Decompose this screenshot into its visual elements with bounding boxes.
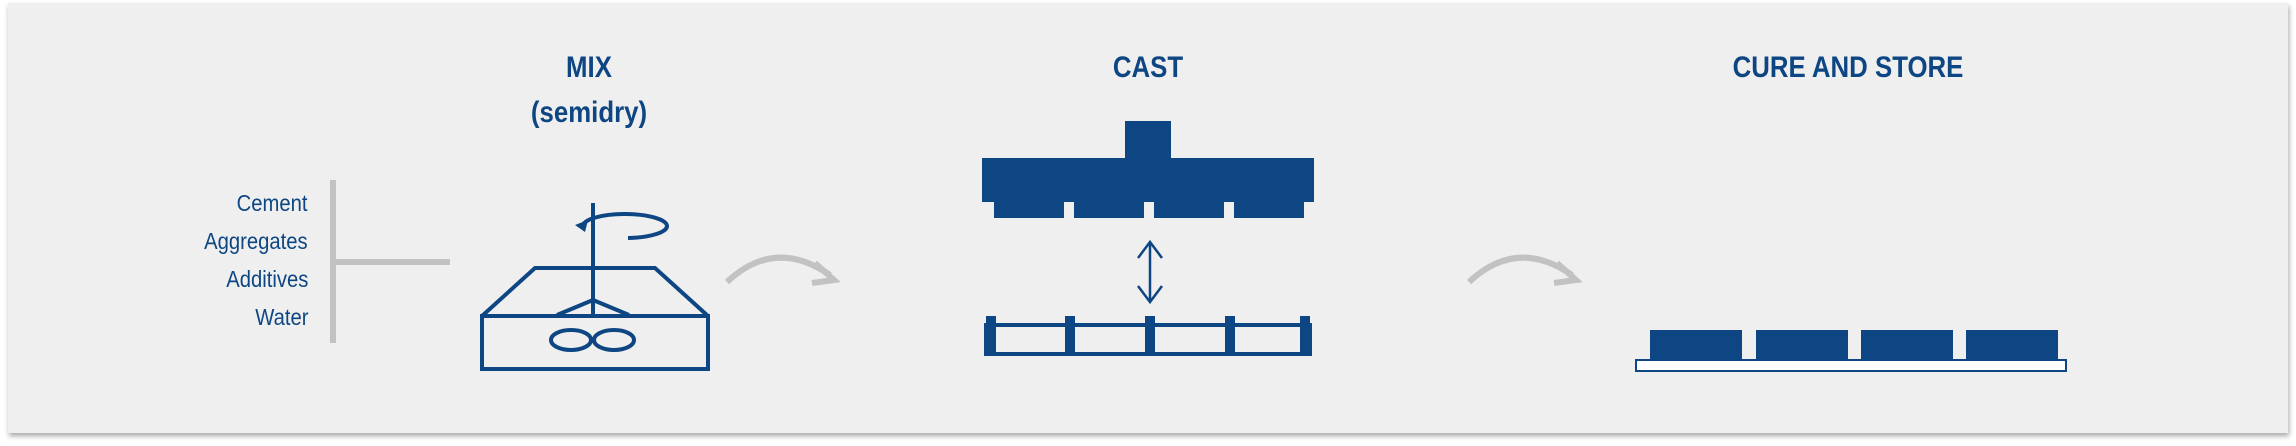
mix-stage-title: MIX (semidry): [531, 45, 647, 135]
mixer-icon: [480, 203, 710, 371]
ingredient-bracket: [330, 180, 450, 343]
ingredient-aggregates: Aggregates: [204, 228, 308, 254]
cast-title: CAST: [1112, 51, 1184, 84]
cure-stage-title: CURE AND STORE: [1733, 45, 1964, 90]
ingredient-cement: Cement: [237, 190, 308, 216]
curved-arrow-icon: [1466, 254, 1583, 286]
cure-title: CURE AND STORE: [1732, 51, 1964, 84]
mix-subtitle: (semidry): [530, 96, 648, 129]
mix-title: MIX: [566, 51, 612, 84]
curved-arrow-icon: [724, 254, 841, 286]
double-arrow-icon: [1137, 239, 1163, 305]
cast-stage-title: CAST: [1113, 45, 1183, 90]
ingredient-additives: Additives: [225, 266, 308, 292]
press-icon: [982, 121, 1314, 218]
ingredient-water: Water: [254, 304, 308, 330]
mold-icon: [984, 316, 1312, 356]
pallet-icon: [1635, 330, 2067, 372]
rotation-icon: [575, 212, 669, 240]
